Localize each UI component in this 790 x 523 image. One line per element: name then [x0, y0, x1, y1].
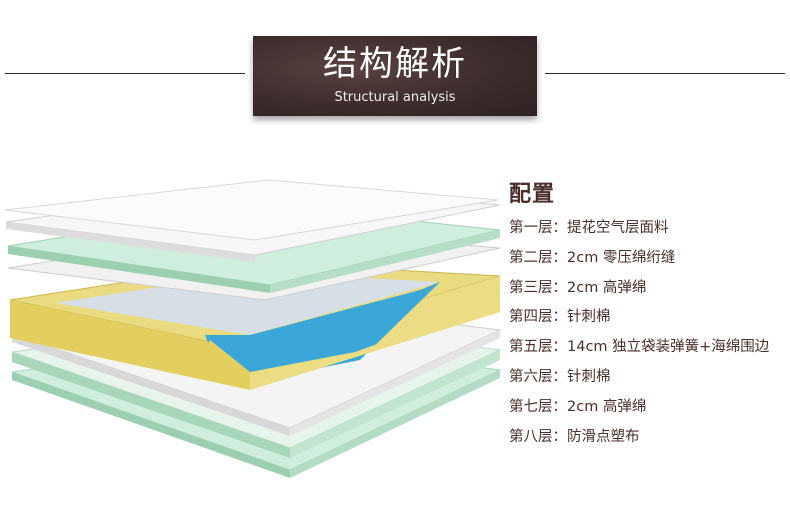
header-rule-right	[545, 73, 785, 74]
section-banner: 结构解析 Structural analysis	[253, 36, 537, 116]
section-title: 结构解析	[323, 44, 467, 84]
spec-layer-8: 第八层：防滑点塑布	[509, 428, 640, 445]
spec-layer-1: 第一层：提花空气层面料	[509, 220, 669, 236]
spec-layer-3: 第三层：2cm 高弹绵	[509, 279, 647, 296]
layer-1-fabric	[4, 179, 499, 241]
spec-layer-2: 第二层：2cm 零压绵绗缝	[509, 249, 676, 266]
spec-layer-7: 第七层：2cm 高弹绵	[509, 398, 647, 415]
spec-list: 配置 第一层：提花空气层面料 第二层：2cm 零压绵绗缝 第三层：2cm 高弹绵…	[509, 176, 769, 452]
spec-layer-4: 第四层：针刺棉	[509, 309, 611, 326]
section-subtitle: Structural analysis	[334, 90, 456, 105]
spec-layer-6: 第六层：针刺棉	[509, 368, 611, 385]
layer-5-pocket-springs	[9, 261, 501, 390]
header-rule-left	[5, 73, 245, 74]
spec-title: 配置	[509, 182, 556, 207]
spec-layer-5: 第五层：14cm 独立袋装弹簧+海绵围边	[509, 339, 770, 356]
